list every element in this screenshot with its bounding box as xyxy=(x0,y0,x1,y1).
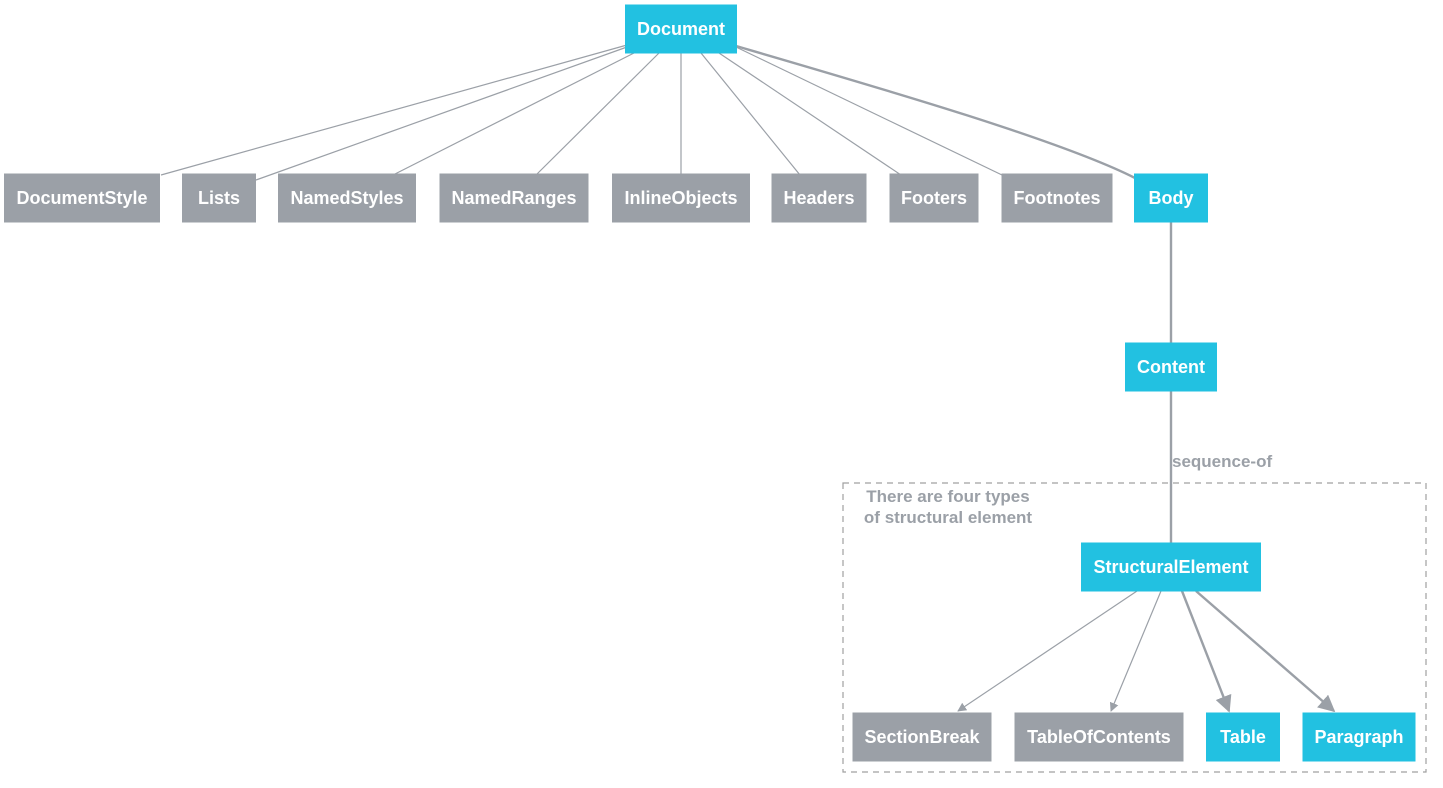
node-paragraph-box xyxy=(1302,712,1416,762)
node-content-box xyxy=(1125,342,1217,392)
node-inline-objects[interactable]: InlineObjects xyxy=(612,173,750,223)
edge-document-to-footers xyxy=(715,50,902,176)
cluster-label-line-1: There are four types xyxy=(866,487,1029,506)
node-inline-objects-box xyxy=(612,173,750,223)
edge-document-to-body xyxy=(735,44,1136,180)
node-footnotes-box xyxy=(1001,173,1113,223)
node-lists-label: Lists xyxy=(198,188,240,208)
edge-structural-element-to-section-break xyxy=(957,590,1138,712)
edge-structural-element-to-table-of-contents xyxy=(1109,590,1162,712)
node-named-ranges[interactable]: NamedRanges xyxy=(439,173,589,223)
node-named-styles-box xyxy=(278,173,416,223)
node-named-ranges-label: NamedRanges xyxy=(451,188,576,208)
node-structural-element-box xyxy=(1081,542,1261,592)
node-document-style[interactable]: DocumentStyle xyxy=(4,173,160,223)
node-document-style-label: DocumentStyle xyxy=(16,188,147,208)
node-table-of-contents-label: TableOfContents xyxy=(1027,727,1171,747)
node-table-of-contents[interactable]: TableOfContents xyxy=(1014,712,1184,762)
node-document-box xyxy=(625,4,737,54)
node-body-label: Body xyxy=(1149,188,1194,208)
node-structural-element-label: StructuralElement xyxy=(1093,557,1248,577)
node-content-label: Content xyxy=(1137,357,1205,377)
node-document-label: Document xyxy=(637,19,725,39)
node-headers-box xyxy=(771,173,867,223)
node-table-label: Table xyxy=(1220,727,1266,747)
node-footers-box xyxy=(889,173,979,223)
node-section-break[interactable]: SectionBreak xyxy=(852,712,992,762)
edge-structural-element-to-paragraph xyxy=(1195,590,1336,713)
node-content[interactable]: Content xyxy=(1125,342,1217,392)
node-table[interactable]: Table xyxy=(1206,712,1280,762)
cluster-structural-element-types: There are four types of structural eleme… xyxy=(842,482,1427,773)
node-document-style-box xyxy=(4,173,160,223)
node-paragraph[interactable]: Paragraph xyxy=(1302,712,1416,762)
node-footers[interactable]: Footers xyxy=(889,173,979,223)
node-footers-label: Footers xyxy=(901,188,967,208)
edge-document-to-named-styles xyxy=(392,52,635,176)
node-footnotes-label: Footnotes xyxy=(1014,188,1101,208)
node-paragraph-label: Paragraph xyxy=(1314,727,1403,747)
node-named-styles-label: NamedStyles xyxy=(290,188,403,208)
edge-document-to-lists xyxy=(255,46,628,181)
node-lists[interactable]: Lists xyxy=(182,173,256,223)
node-lists-box xyxy=(182,173,256,223)
node-headers-label: Headers xyxy=(783,188,854,208)
node-inline-objects-label: InlineObjects xyxy=(624,188,737,208)
node-body[interactable]: Body xyxy=(1134,173,1208,223)
node-body-box xyxy=(1134,173,1208,223)
edge-structural-element-to-table xyxy=(1180,590,1232,713)
node-named-ranges-box xyxy=(439,173,589,223)
edges-layer xyxy=(160,44,1336,713)
node-section-break-box xyxy=(852,712,992,762)
cluster-label-line-2: of structural element xyxy=(864,508,1032,527)
node-document[interactable]: Document xyxy=(625,4,737,54)
edge-label-sequence-of: sequence-of xyxy=(1172,452,1272,471)
node-section-break-label: SectionBreak xyxy=(864,727,980,747)
node-named-styles[interactable]: NamedStyles xyxy=(278,173,416,223)
edge-document-to-document-style xyxy=(160,44,628,176)
edge-document-to-footnotes xyxy=(735,46,1003,176)
node-table-box xyxy=(1206,712,1280,762)
node-structural-element[interactable]: StructuralElement xyxy=(1081,542,1261,592)
edge-document-to-headers xyxy=(700,52,801,176)
cluster-border xyxy=(842,482,1427,773)
edge-document-to-named-ranges xyxy=(535,52,660,176)
node-headers[interactable]: Headers xyxy=(771,173,867,223)
node-footnotes[interactable]: Footnotes xyxy=(1001,173,1113,223)
node-table-of-contents-box xyxy=(1014,712,1184,762)
